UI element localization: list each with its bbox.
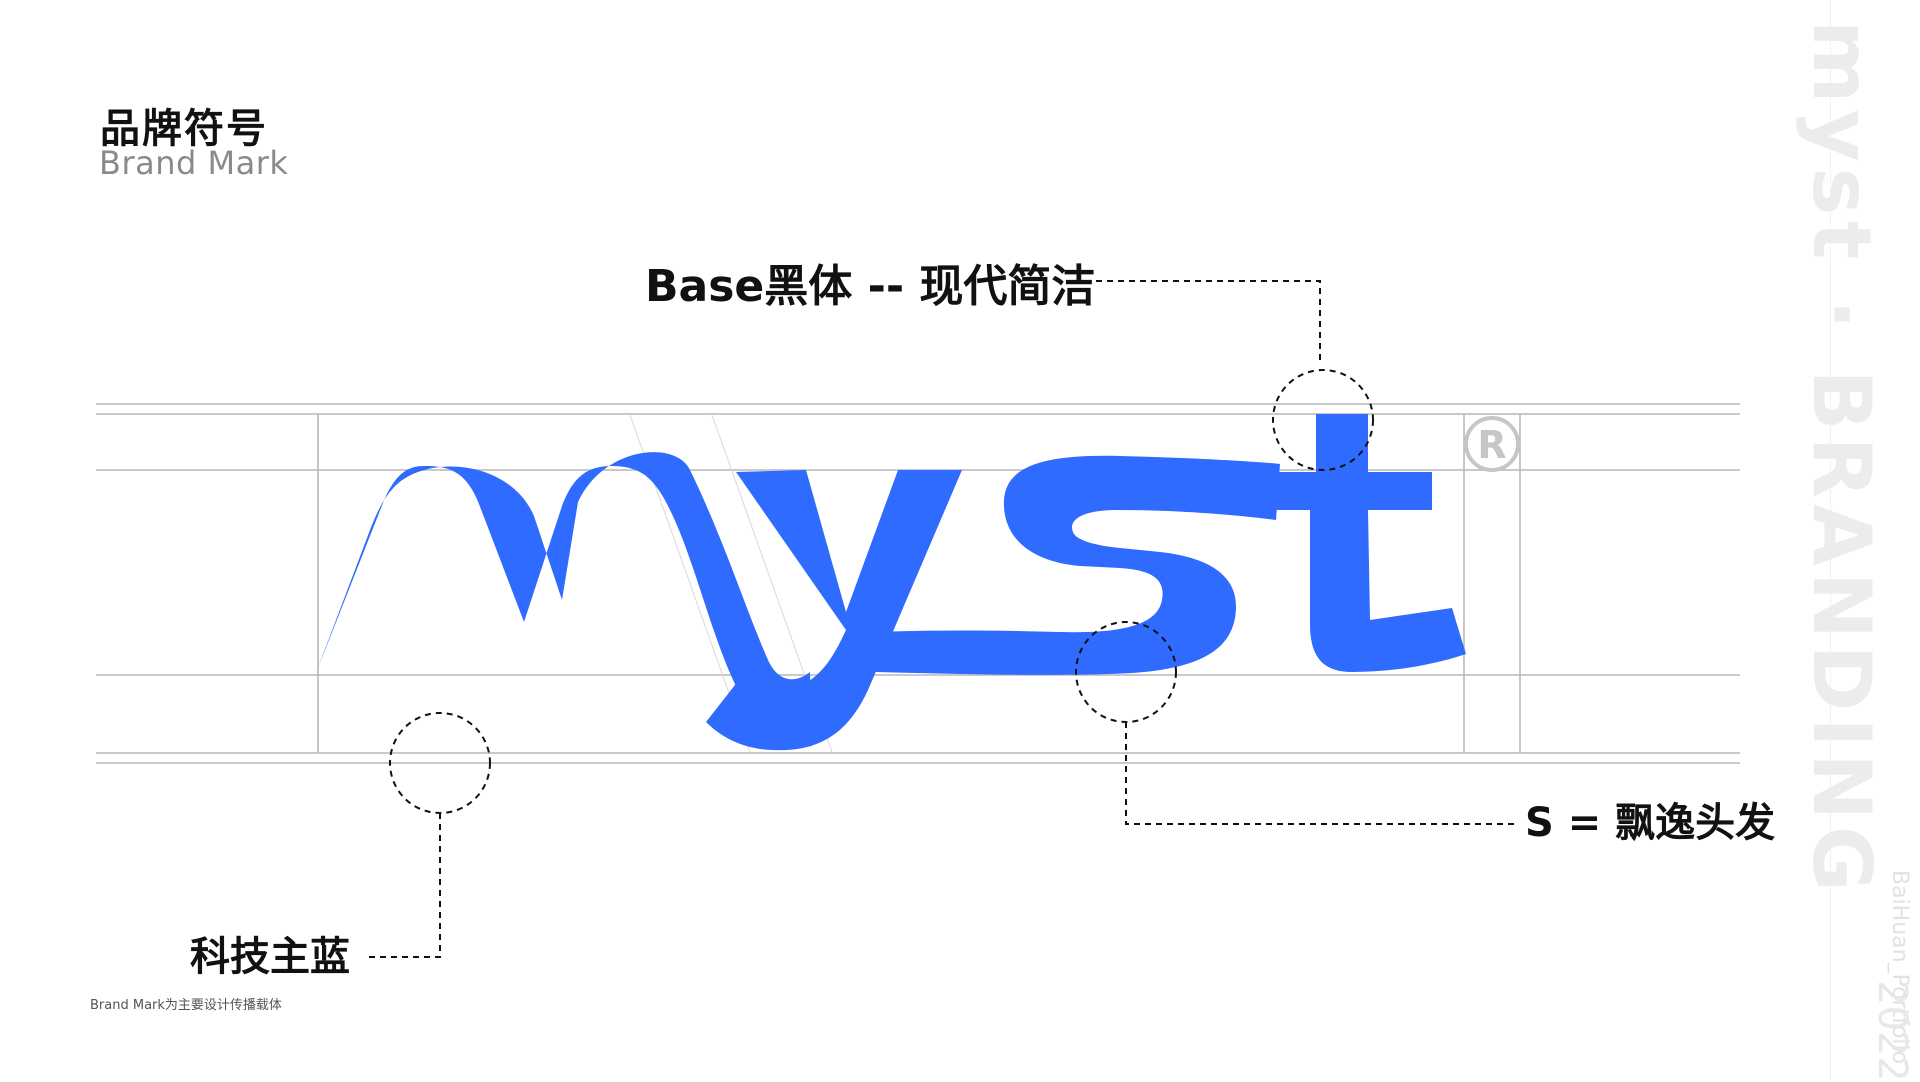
- letter-m: [316, 452, 812, 747]
- side-brand-label: myst · BRANDING: [1795, 20, 1888, 898]
- leader-left: [366, 813, 441, 958]
- page-title-cn: 品牌符号: [100, 106, 268, 152]
- registered-mark: R: [1464, 416, 1520, 472]
- myst-wordmark: [316, 414, 1466, 751]
- brand-mark-diagram: R: [96, 280, 1740, 958]
- leader-right: [1125, 722, 1515, 825]
- annotation-left: 科技主蓝: [190, 934, 350, 980]
- letter-t: [1268, 414, 1466, 672]
- leader-lines: [366, 280, 1515, 958]
- side-strip: [1830, 0, 1920, 1080]
- annotation-right: S = 飘逸头发: [1525, 800, 1776, 846]
- vertical-guides: [317, 414, 1521, 753]
- callout-circle-top: [1272, 369, 1374, 471]
- annotation-top: Base黑体 -- 现代简洁: [645, 261, 1096, 312]
- footnote: Brand Mark为主要设计传播载体: [90, 998, 282, 1013]
- leader-top: [1085, 280, 1321, 365]
- letter-s: [874, 455, 1280, 675]
- registered-mark-letter: R: [1477, 423, 1506, 467]
- letter-y: [706, 470, 962, 751]
- page-title-en: Brand Mark: [99, 144, 289, 182]
- side-year-label: 2022: [1869, 980, 1915, 1082]
